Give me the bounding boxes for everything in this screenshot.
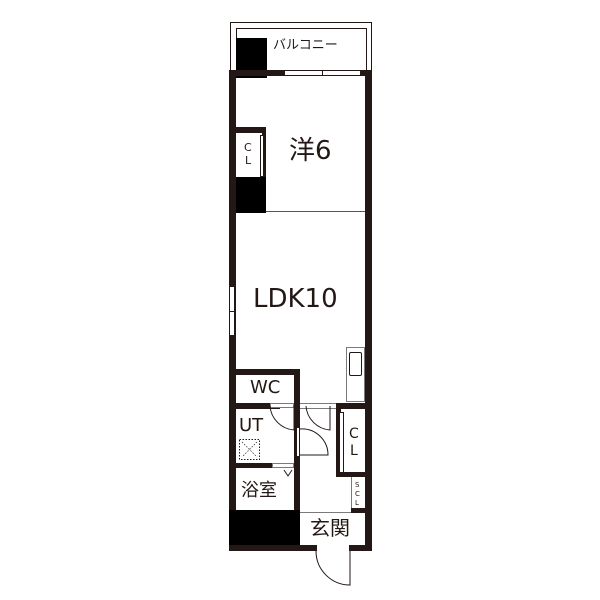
kitchen-sink-icon — [349, 352, 362, 376]
wall-top-right — [361, 70, 367, 76]
wc-wall-right — [294, 369, 300, 409]
entrance-door-swing — [315, 550, 351, 586]
bedroom-ldk-partition — [266, 211, 365, 212]
shoe-closet-label-c: C — [355, 490, 360, 498]
bedroom-closet-label-c: C — [244, 141, 252, 154]
bath-door-marker-icon — [283, 469, 293, 477]
entrance-door-opening[interactable] — [316, 545, 350, 551]
washer-space-icon — [239, 439, 260, 460]
ut-door-frame — [296, 427, 300, 457]
hall-closet-door — [339, 412, 344, 474]
shoe-closet-wall-bottom — [351, 508, 365, 513]
wall-right — [365, 70, 372, 550]
hall-closet-wall-top — [336, 403, 365, 409]
bedroom-closet-door — [260, 135, 264, 177]
door-swing-wc — [269, 405, 295, 431]
hall-closet-wall-bottom — [336, 472, 365, 477]
door-swing-ldk — [305, 405, 331, 431]
wc-wall-top — [236, 369, 298, 375]
wall-top-left — [236, 70, 284, 76]
hall-top-line — [300, 403, 346, 404]
western-room-label: 洋6 — [289, 136, 332, 166]
entrance-label: 玄関 — [310, 516, 350, 540]
hall-closet-label-c: C — [349, 426, 359, 442]
wc-label: WC — [250, 377, 281, 398]
hall-divider-wall — [294, 403, 300, 518]
bedroom-closet-wall-right — [262, 127, 266, 177]
bath-door-frame — [272, 463, 294, 468]
bathroom-label: 浴室 — [241, 480, 277, 501]
entrance-step-line — [300, 512, 351, 513]
wc-door-frame — [270, 403, 294, 408]
bath-pillar-block — [229, 510, 300, 550]
shoe-closet-label-l: L — [355, 499, 359, 507]
shoe-closet — [351, 477, 365, 510]
hall-top-line-2 — [300, 408, 346, 409]
wall-bottom — [229, 545, 372, 551]
hall-closet-label-l: L — [350, 443, 358, 459]
door-swing-ut — [299, 428, 329, 456]
hall-closet-wall-left — [336, 403, 341, 477]
ut-bath-wall — [236, 463, 272, 468]
bedroom-closet-wall-top — [236, 127, 266, 133]
wc-wall-bottom — [236, 403, 280, 409]
bedroom-pillar-block — [236, 177, 266, 213]
balcony-label: バルコニー — [273, 38, 338, 53]
shoe-closet-label-s: S — [355, 481, 360, 489]
ldk-label: LDK10 — [253, 284, 338, 314]
ldk-side-window-divider — [229, 311, 235, 312]
bedroom-closet-label-l: L — [245, 154, 252, 167]
ut-label: UT — [239, 415, 264, 436]
balcony-window-divider — [322, 70, 323, 76]
kitchen-counter — [346, 347, 365, 402]
